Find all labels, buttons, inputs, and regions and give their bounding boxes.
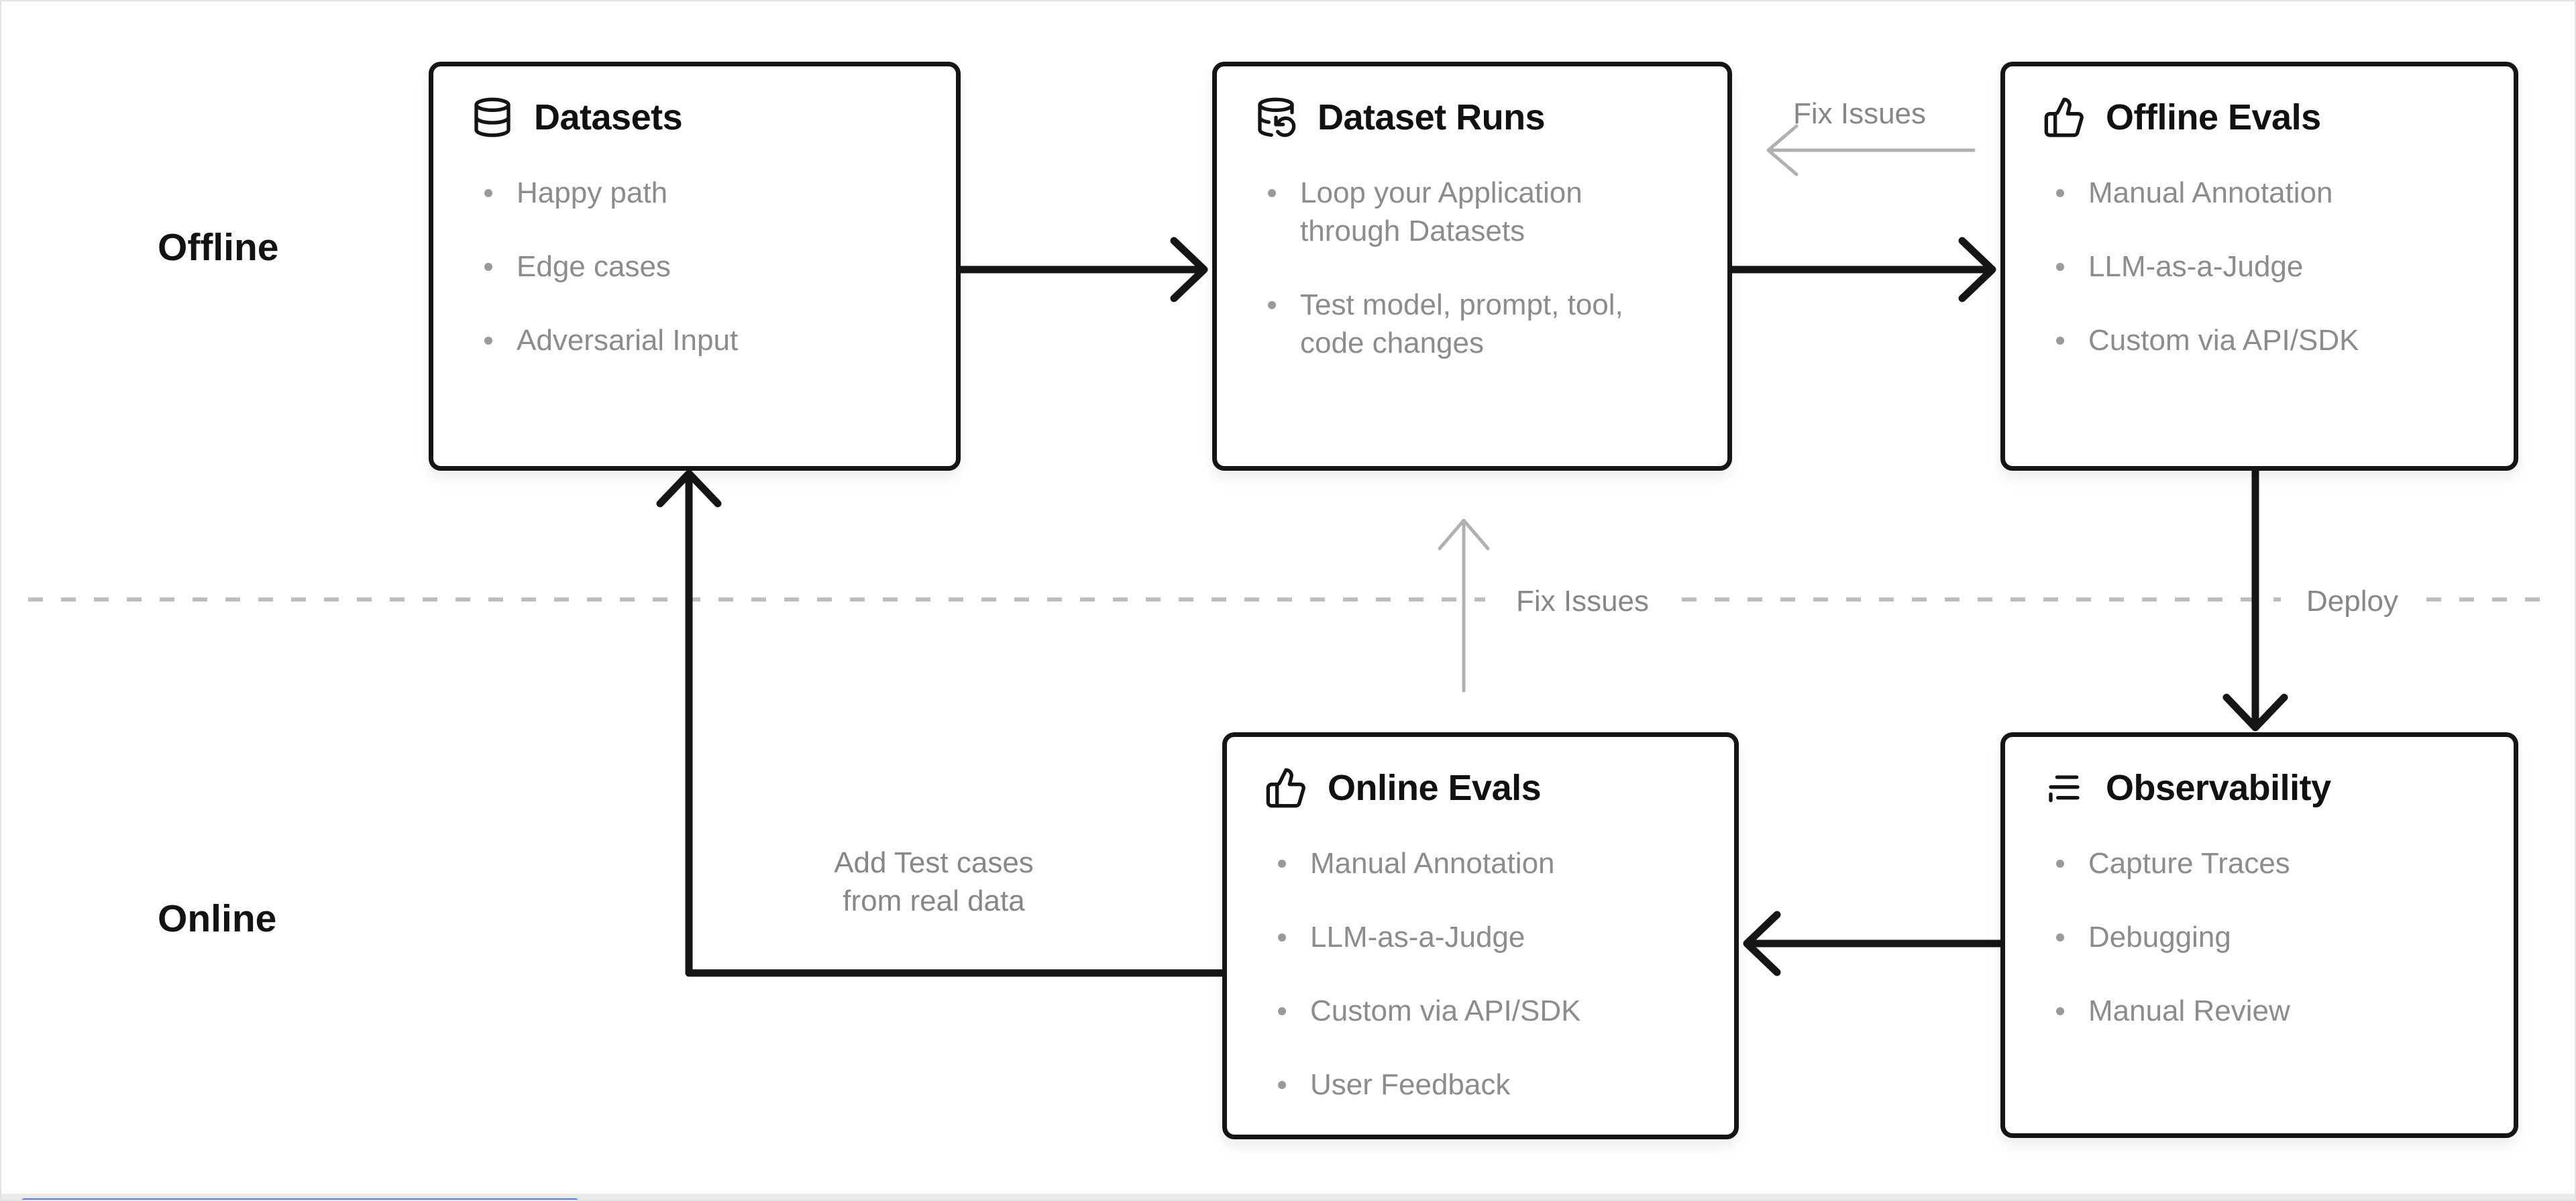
observability-title: Observability [2106, 768, 2331, 808]
list-item: Debugging [2056, 918, 2476, 956]
database-icon [471, 96, 514, 139]
offline-zone-label: Offline [158, 226, 279, 269]
list-item: Custom via API/SDK [2056, 321, 2476, 359]
list-item: Adversarial Input [484, 321, 906, 359]
offline-evals-items: Manual Annotation LLM-as-a-Judge Custom … [2043, 174, 2476, 359]
add-test-cases-line1: Add Test cases [834, 846, 1034, 879]
fix-issues-label-middle: Fix Issues [1515, 585, 1650, 618]
list-item: Test model, prompt, tool, code changes [1268, 286, 1689, 362]
arrow-fix-issues-left [1766, 124, 1976, 176]
observability-box: Observability Capture Traces Debugging M… [2000, 732, 2518, 1138]
online-evals-box: Online Evals Manual Annotation LLM-as-a-… [1222, 732, 1739, 1139]
add-test-cases-line2: from real data [843, 884, 1025, 917]
list-item: Loop your Application through Datasets [1268, 174, 1689, 250]
thumbs-up-icon [2043, 96, 2086, 139]
dataset-runs-title: Dataset Runs [1318, 97, 1546, 137]
deploy-label: Deploy [2306, 585, 2398, 618]
dataset-runs-items: Loop your Application through Datasets T… [1254, 174, 1690, 362]
datasets-items: Happy path Edge cases Adversarial Input [471, 174, 918, 359]
dataset-runs-box: Dataset Runs Loop your Application throu… [1212, 62, 1732, 471]
list-item: Manual Annotation [1278, 844, 1697, 882]
observability-header: Observability [2043, 766, 2476, 809]
list-item: Manual Review [2056, 992, 2476, 1030]
list-item: LLM-as-a-Judge [1278, 918, 1697, 956]
dataset-runs-header: Dataset Runs [1254, 96, 1690, 139]
list-item: Custom via API/SDK [1278, 992, 1697, 1030]
datasets-title: Datasets [534, 97, 683, 137]
arrow-offline-evals-to-observability [2222, 467, 2288, 732]
page-bottom-strip [1, 1194, 2575, 1200]
datasets-box: Datasets Happy path Edge cases Adversari… [429, 62, 961, 471]
list-item: User Feedback [1278, 1066, 1697, 1104]
add-test-cases-label: Add Test cases from real data [753, 844, 1115, 920]
datasets-header: Datasets [471, 96, 918, 139]
bottom-blue-element-edge [21, 1198, 578, 1200]
arrow-datasets-to-dataset-runs [957, 237, 1208, 302]
list-item: Manual Annotation [2056, 174, 2476, 212]
list-item: Edge cases [484, 247, 906, 286]
observability-items: Capture Traces Debugging Manual Review [2043, 844, 2476, 1030]
offline-evals-header: Offline Evals [2043, 96, 2476, 139]
list-item: Capture Traces [2056, 844, 2476, 882]
online-evals-items: Manual Annotation LLM-as-a-Judge Custom … [1265, 844, 1697, 1104]
list-item: Happy path [484, 174, 906, 212]
online-evals-header: Online Evals [1265, 766, 1697, 809]
arrow-observability-to-online-evals [1743, 911, 2004, 976]
offline-evals-title: Offline Evals [2106, 97, 2321, 137]
thumbs-up-icon [1265, 766, 1307, 809]
arrow-fix-issues-up [1438, 518, 1490, 693]
offline-evals-box: Offline Evals Manual Annotation LLM-as-a… [2000, 62, 2518, 471]
database-refresh-icon [1254, 96, 1297, 139]
online-evals-title: Online Evals [1328, 768, 1542, 808]
online-zone-label: Online [158, 897, 277, 940]
list-item: LLM-as-a-Judge [2056, 247, 2476, 286]
logs-icon [2043, 766, 2086, 809]
arrow-dataset-runs-to-offline-evals [1728, 237, 1996, 302]
fix-issues-label-top: Fix Issues [1792, 97, 1927, 130]
